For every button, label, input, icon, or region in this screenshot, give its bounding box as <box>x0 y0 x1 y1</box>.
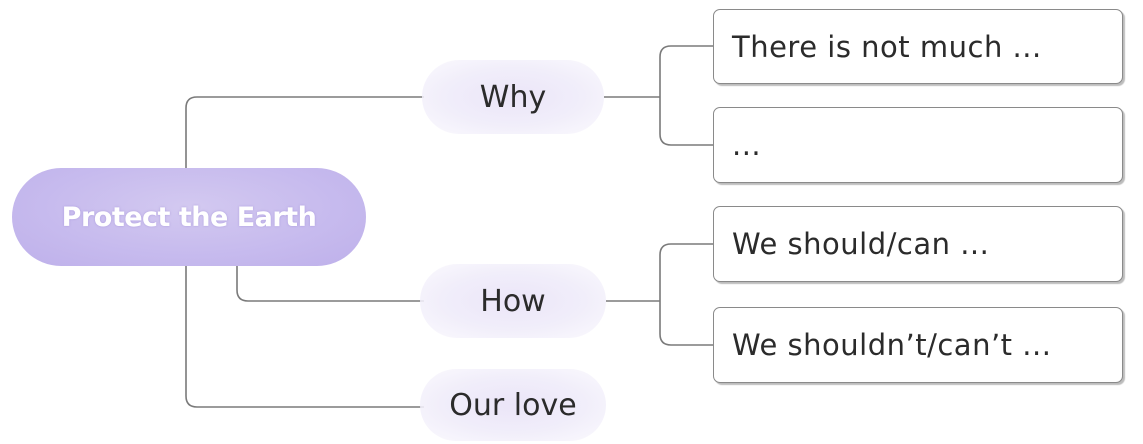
why-answer-box-1: There is not much ... <box>713 9 1123 84</box>
branch-label-our-love: Our love <box>449 387 577 423</box>
connector-root-why <box>185 96 424 168</box>
how-answer-text-2: We shouldn’t/can’t ... <box>732 328 1052 362</box>
branch-node-our-love: Our love <box>420 369 606 441</box>
branch-node-why: Why <box>422 60 604 134</box>
connector-how-leaf-2 <box>659 301 714 346</box>
connector-why-leaf-2 <box>659 97 714 146</box>
connector-root-love <box>185 266 424 408</box>
root-label: Protect the Earth <box>61 201 317 233</box>
how-answer-text-1: We should/can ... <box>732 227 990 261</box>
branch-node-how: How <box>420 264 606 338</box>
how-answer-box-2: We shouldn’t/can’t ... <box>713 307 1123 383</box>
why-answer-text-2: ... <box>732 128 762 162</box>
how-answer-box-1: We should/can ... <box>713 206 1123 282</box>
root-node: Protect the Earth <box>12 168 366 266</box>
why-answer-box-2: ... <box>713 107 1123 183</box>
connector-root-how <box>236 266 424 302</box>
connector-how-leaf-1 <box>659 243 714 301</box>
why-answer-text-1: There is not much ... <box>732 29 1042 64</box>
branch-label-why: Why <box>479 79 547 115</box>
branch-label-how: How <box>480 283 546 319</box>
connector-why-leaf-1 <box>659 45 714 97</box>
